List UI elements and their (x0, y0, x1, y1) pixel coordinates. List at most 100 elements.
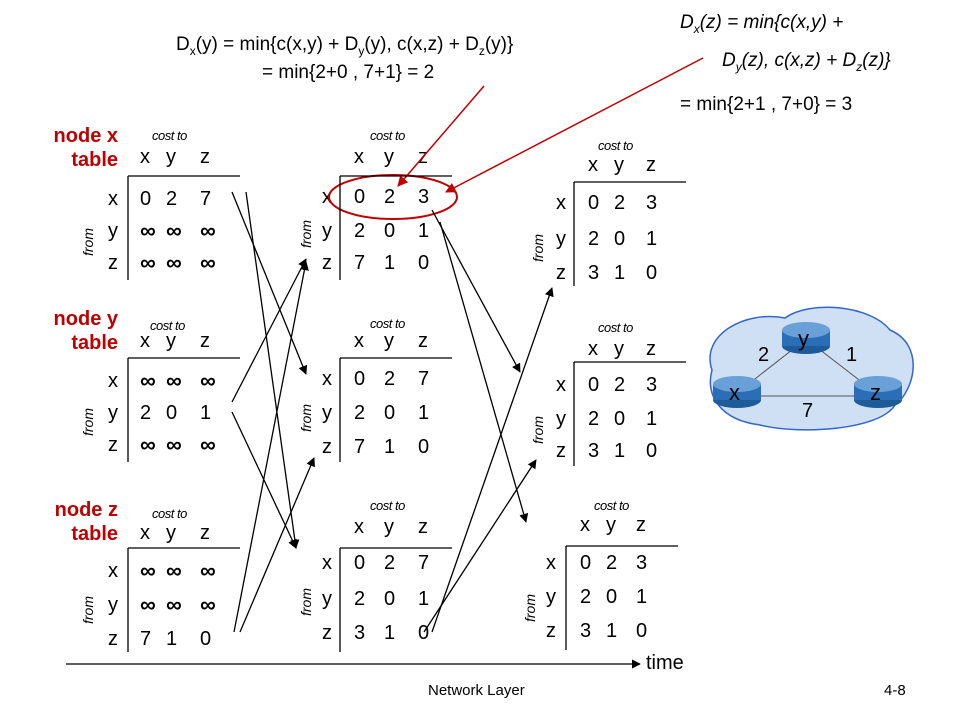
table-cell: 3 (646, 192, 658, 214)
table-cell: 0 (166, 402, 178, 424)
row-label: z (322, 436, 332, 458)
table-cell: ∞ (140, 218, 156, 243)
dxy-equation-line2: = min{2+0 , 7+1} = 2 (262, 62, 435, 83)
table-cell: 7 (140, 628, 152, 650)
arrow-z-to-x (233, 261, 309, 633)
table-cell: 7 (418, 368, 430, 390)
column-header: y (166, 330, 176, 352)
table-cell: 2 (588, 408, 600, 430)
table-cell: 1 (384, 252, 396, 274)
table-cell: 0 (354, 552, 366, 574)
column-header: y (384, 146, 394, 168)
table-cell: 2 (354, 402, 366, 424)
table-cell: 1 (200, 402, 212, 424)
dxy-equation-line1: Dx(y) = min{c(x,y) + Dy(y), c(x,z) + Dz(… (176, 34, 514, 58)
row-label: y (108, 594, 118, 616)
table-cell: 0 (354, 368, 366, 390)
table-cell: ∞ (200, 558, 216, 583)
row-label: y (322, 588, 332, 610)
table-cell: 2 (606, 552, 618, 574)
table-cell: 0 (418, 252, 430, 274)
row-label: y (108, 402, 118, 424)
table-cell: 1 (418, 220, 430, 242)
table-cell: 3 (588, 440, 600, 462)
table-cell: 0 (646, 262, 658, 284)
table-cell: ∞ (166, 368, 182, 393)
column-header: z (418, 516, 428, 538)
row-label: x (546, 552, 556, 574)
row-label: z (108, 252, 118, 274)
row-label: z (322, 252, 332, 274)
row-label: z (108, 628, 118, 650)
table-cell: ∞ (200, 592, 216, 617)
footer-left: Network Layer (428, 682, 525, 699)
column-header: y (166, 522, 176, 544)
table-cell: 1 (614, 440, 626, 462)
table-cell: ∞ (166, 218, 182, 243)
table-cell: 3 (580, 620, 592, 642)
table-cell: 0 (614, 408, 626, 430)
row-label: x (322, 368, 332, 390)
table-cell: 0 (200, 628, 212, 650)
row-label: x (322, 186, 332, 208)
table-cell: 2 (140, 402, 152, 424)
column-header: z (646, 338, 656, 360)
arrow-z2-to-y3 (423, 459, 537, 633)
table-cell: 0 (588, 374, 600, 396)
row-label: x (556, 192, 566, 214)
column-header: x (140, 146, 150, 168)
edge-yz-cost: 1 (846, 344, 858, 366)
arrow-y-to-x (231, 258, 307, 403)
table-cell: 3 (646, 374, 658, 396)
router-z-label: z (870, 380, 881, 405)
column-header: z (636, 514, 646, 536)
column-header: y (606, 514, 616, 536)
table-cell: ∞ (140, 368, 156, 393)
row-label: z (108, 434, 118, 456)
router-x (713, 376, 761, 408)
edge-xz-cost: 7 (802, 400, 814, 422)
table-cell: 7 (354, 436, 366, 458)
footer-right: 4-8 (884, 682, 906, 699)
table-cell: ∞ (140, 250, 156, 275)
column-header: x (354, 146, 364, 168)
column-header: y (166, 146, 176, 168)
cost-to-label: cost to (152, 506, 187, 521)
column-header: x (588, 338, 598, 360)
column-header: z (200, 522, 210, 544)
column-header: x (140, 330, 150, 352)
column-header: x (354, 516, 364, 538)
time-label: time (646, 652, 684, 674)
cost-to-label: cost to (598, 320, 633, 335)
table-cell: 0 (354, 186, 366, 208)
table-cell: 1 (646, 228, 658, 250)
column-header: y (384, 330, 394, 352)
table-cell: 0 (646, 440, 658, 462)
table-cell: 0 (614, 228, 626, 250)
table-cell: 0 (636, 620, 648, 642)
row-label: y (322, 220, 332, 242)
table-cell: ∞ (200, 218, 216, 243)
table-cell: 1 (418, 588, 430, 610)
row-label: z (556, 440, 566, 462)
column-header: y (614, 154, 624, 176)
table-cell: 1 (418, 402, 430, 424)
row-label: z (556, 262, 566, 284)
column-header: z (200, 146, 210, 168)
callout-arrow-dxz (445, 57, 704, 193)
table-cell: 3 (636, 552, 648, 574)
table-cell: 0 (140, 188, 152, 210)
row-label: x (108, 560, 118, 582)
row-label: x (108, 188, 118, 210)
row-label: x (556, 374, 566, 396)
table-cell: 3 (354, 622, 366, 644)
table-cell: 1 (614, 262, 626, 284)
column-header: z (200, 330, 210, 352)
column-header: z (646, 154, 656, 176)
cost-to-label: cost to (152, 128, 187, 143)
dxz-equation-line3: = min{2+1 , 7+0} = 3 (680, 94, 853, 115)
cost-to-label: cost to (150, 318, 185, 333)
